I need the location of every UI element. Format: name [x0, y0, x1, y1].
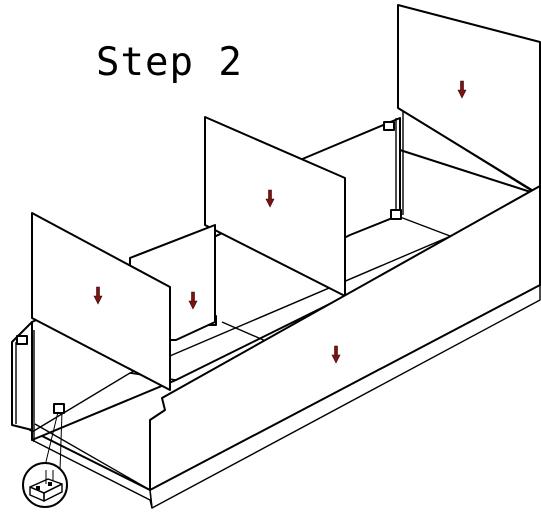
left-panel-down-arrow-icon: [93, 286, 103, 305]
connector-1: [53, 403, 65, 414]
left-end-hinge: [16, 335, 28, 345]
step-title: Step 2: [96, 40, 243, 85]
second-panel-down-arrow-icon: [188, 291, 198, 310]
arrows: [93, 80, 467, 364]
middle-panel-down-arrow-icon: [265, 189, 275, 208]
connector-3: [390, 209, 402, 220]
front-panel-down-arrow-icon: [331, 345, 341, 364]
cam-lock-bracket-icon: [29, 470, 63, 502]
right-panel-down-arrow-icon: [457, 80, 467, 99]
divider-slot-2: [383, 121, 395, 131]
left-upright-panel: [31, 212, 171, 391]
